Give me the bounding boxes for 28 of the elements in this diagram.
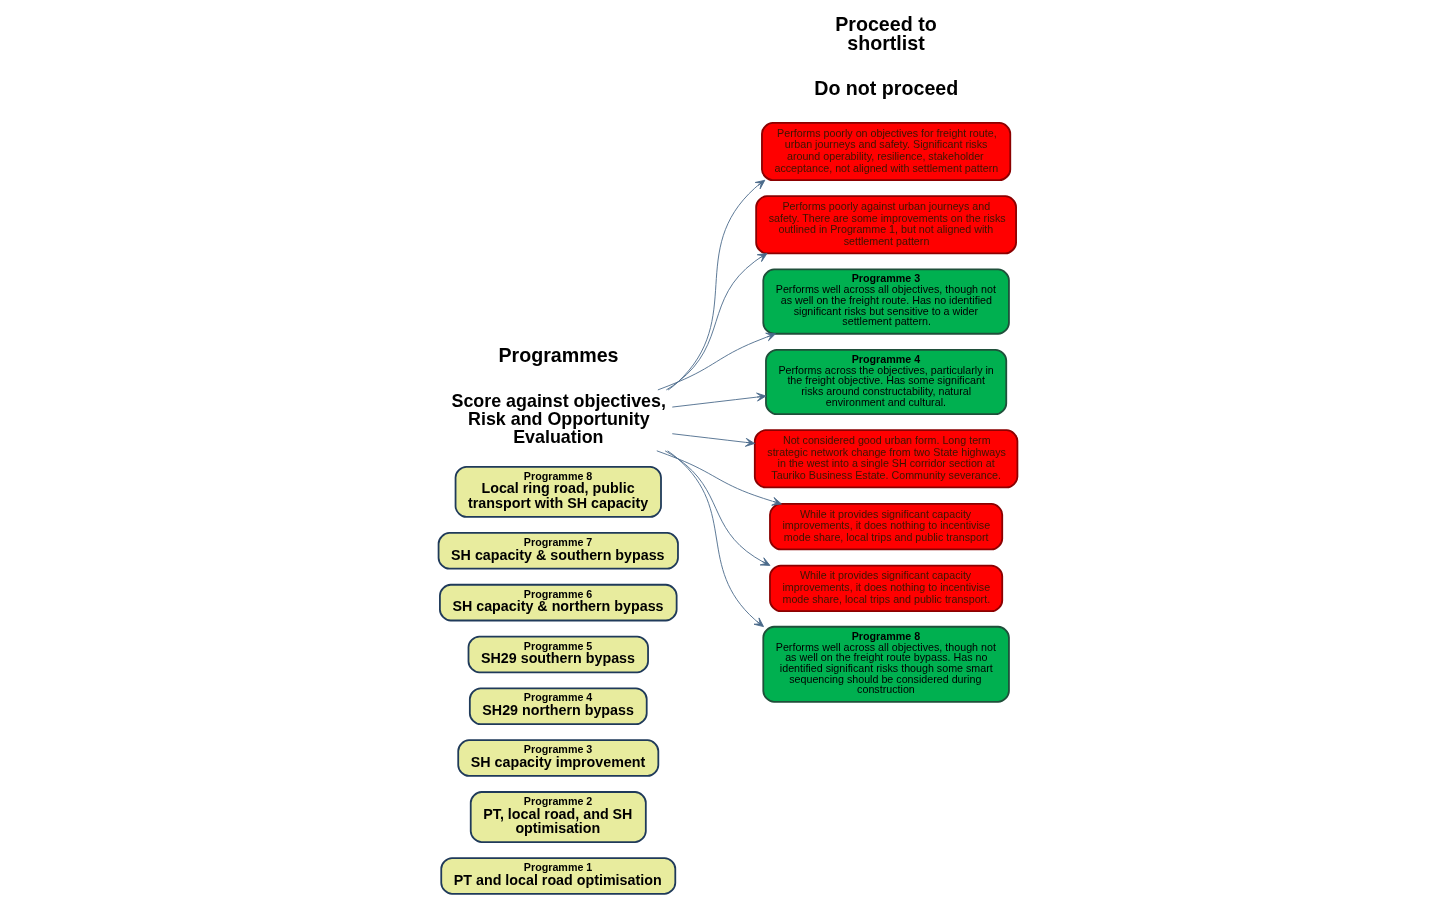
node-box: Programme 8 Local ring road, public transport with SH capacity <box>454 465 662 518</box>
node-box: Programme 2 PT, local road, and SH optimisation <box>469 791 647 843</box>
node-box: Programme 1 PT and local road optimisation <box>440 857 677 895</box>
node-box: Programme 7 SH capacity & southern bypass <box>437 532 679 570</box>
node-box: Programme 6 SH capacity & northern bypass <box>439 583 678 622</box>
node-box: While it provides significant capacity improvements, it does nothing to incentivise mode share, local trips and public transport <box>769 503 1004 551</box>
node-box: Not considered good urban form. Long term strategic network change from two State highways in the west into a single SH corridor section at Tauriko Business Estate. Community severance. <box>753 429 1019 489</box>
node-box: Programme 5 SH29 southern bypass <box>467 635 649 674</box>
node-box: Performs poorly against urban journeys and safety. There are some improvements on the risks outlined in Programme 1, but not aligned with settlement pattern <box>755 195 1017 255</box>
node-box: Programme 3 Performs well across all objectives, though not as well on the freight route. Has no identified significant risks but sensitive to a wider settlement pattern. <box>762 268 1010 335</box>
arrow <box>671 392 767 408</box>
node-box: While it provides significant capacity improvements, it does nothing to incentivise mode share, local trips and public transport. <box>769 564 1004 612</box>
arrow <box>667 450 764 628</box>
node-text: Score against objectives, Risk and Opportunity Evaluation <box>451 391 666 447</box>
node-box: Programme 4 Performs across the objectives, particularly in the freight objective. Has some significant risks around constructability, natural environment and cultural. <box>765 348 1008 416</box>
label: Programmes <box>498 343 619 366</box>
node-box: Programme 8 Performs well across all objectives, though not as well on the freight route bypass. Has no identified significant risks though some smart sequencing should be considered during construction <box>762 625 1010 703</box>
node-box: Performs poorly on objectives for freight route, urban journeys and safety. Significant risks around operability, resilience, stakeholder acceptance, not aligned with settlement pattern <box>761 122 1012 181</box>
arrow <box>671 433 756 447</box>
arrow <box>665 253 768 391</box>
label: Do not proceed <box>814 76 959 99</box>
arrow <box>664 450 771 566</box>
arrow <box>657 332 776 391</box>
node-box: Programme 4 SH29 northern bypass <box>468 687 648 725</box>
arrow <box>667 179 766 391</box>
arrow <box>656 450 782 506</box>
node-box: Programme 3 SH capacity improvement <box>457 739 660 777</box>
label: Proceed to shortlist <box>835 12 937 55</box>
